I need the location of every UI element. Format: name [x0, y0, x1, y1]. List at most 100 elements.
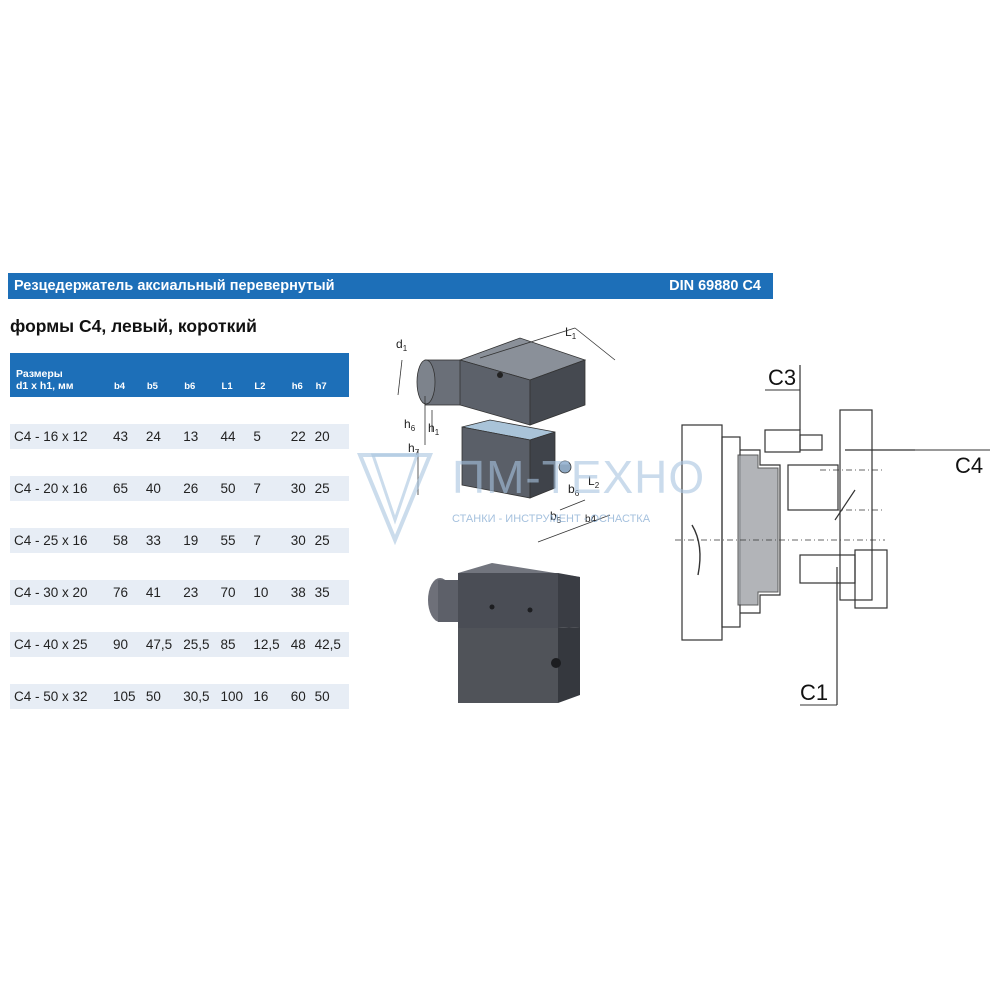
table-cell: 26: [180, 476, 218, 501]
watermark-logo-icon: [357, 453, 433, 545]
body-hole-shape: [497, 372, 503, 378]
label-d1-sub: 1: [403, 344, 408, 353]
table-cell: 48: [287, 632, 312, 657]
table-cell: 25,5: [180, 632, 218, 657]
table-cell: 13: [180, 424, 218, 449]
label-b5: b: [550, 509, 557, 523]
table-header-h6: h6: [287, 353, 312, 397]
tool-holder-drawing: d1 L1 L2 h6 h1 h7 b5 b6 b4: [396, 325, 616, 543]
table-cell: 50: [142, 684, 181, 709]
label-b5-sub: 5: [557, 516, 562, 525]
table-cell: 43: [110, 424, 143, 449]
page-subtitle: формы C4, левый, короткий: [10, 316, 257, 336]
label-h7: h: [408, 441, 415, 455]
svg-text:h1: h1: [428, 421, 440, 437]
table-cell: 70: [217, 580, 251, 605]
table-cell: 23: [180, 580, 218, 605]
label-h7-sub: 7: [415, 448, 420, 457]
banner-standard: DIN 69880 C4: [669, 278, 761, 294]
photo-hole-shape: [551, 658, 561, 668]
table-cell: 7: [250, 528, 288, 553]
table-cell: 19: [180, 528, 218, 553]
table-cell: 24: [142, 424, 181, 449]
turret-scheme: C3 C4 C1: [675, 365, 990, 706]
label-h6-sub: 6: [411, 424, 416, 433]
table-cell: 20: [311, 424, 349, 449]
label-h6: h: [404, 417, 411, 431]
block-side-shape: [529, 431, 556, 499]
table-cell: 16: [250, 684, 288, 709]
table-header-row: Размеры d1 x h1, мм b4 b5 b6 L1 L2 h6 h7: [10, 353, 349, 397]
watermark-text: ПМ-ТЕХНО: [452, 451, 706, 503]
table-cell: 10: [250, 580, 288, 605]
table-cell: 85: [217, 632, 251, 657]
label-l1: L: [565, 325, 572, 339]
dimensions-table: Размеры d1 x h1, мм b4 b5 b6 L1 L2 h6 h7…: [10, 353, 349, 709]
banner-title: Резцедержатель аксиальный перевернутый: [14, 278, 335, 294]
table-cell: 65: [110, 476, 143, 501]
label-h1-sub: 1: [435, 428, 440, 437]
table-cell: 90: [110, 632, 143, 657]
label-l2: L: [588, 474, 595, 488]
table-cell: 5: [250, 424, 288, 449]
table-cell: 7: [250, 476, 288, 501]
label-b6: b: [568, 482, 575, 496]
table-cell: 50: [217, 476, 251, 501]
table-cell-size: C4 - 30 x 20: [10, 580, 110, 605]
table-header-b4: b4: [110, 353, 143, 397]
label-b4: b4: [585, 514, 597, 525]
table-cell: 41: [142, 580, 181, 605]
table-header-l2: L2: [250, 353, 288, 397]
table-cell: 30,5: [180, 684, 218, 709]
svg-text:h7: h7: [408, 441, 420, 457]
table-header-b5: b5: [142, 353, 181, 397]
svg-text:b6: b6: [568, 482, 580, 498]
tool-holder-photo: [428, 563, 580, 703]
table-row: C4 - 16 x 12 43 24 13 44 5 22 20: [10, 424, 349, 449]
table-cell: 22: [287, 424, 312, 449]
table-cell: 30: [287, 528, 312, 553]
shank-end-shape: [416, 359, 436, 405]
table-cell: 25: [311, 528, 349, 553]
table-cell: 40: [142, 476, 181, 501]
svg-text:h6: h6: [404, 417, 416, 433]
table-cell-size: C4 - 20 x 16: [10, 476, 110, 501]
table-cell-size: C4 - 16 x 12: [10, 424, 110, 449]
label-c1: C1: [800, 680, 828, 705]
photo-body-front-shape: [458, 573, 558, 628]
label-c3: C3: [768, 365, 796, 390]
rotation-arrow-icon: [691, 524, 701, 576]
label-l2-sub: 2: [595, 481, 600, 490]
table-cell: 50: [311, 684, 349, 709]
svg-text:L1: L1: [565, 325, 577, 341]
header-size-line1: Размеры: [16, 368, 63, 380]
photo-block-side-shape: [558, 627, 580, 703]
table-cell: 47,5: [142, 632, 181, 657]
table-row: C4 - 50 x 32 105 50 30,5 100 16 60 50: [10, 684, 349, 709]
label-b6-sub: 6: [575, 489, 580, 498]
body-side-shape: [529, 359, 586, 426]
table-cell: 105: [110, 684, 143, 709]
table-cell: 44: [217, 424, 251, 449]
table-cell: 12,5: [250, 632, 288, 657]
svg-text:d1: d1: [396, 337, 408, 353]
table-cell-size: C4 - 25 x 16: [10, 528, 110, 553]
label-d: d: [396, 337, 403, 351]
label-h1: h: [428, 421, 435, 435]
table-cell: 30: [287, 476, 312, 501]
svg-text:L2: L2: [588, 474, 600, 490]
table-row: C4 - 30 x 20 76 41 23 70 10 38 35: [10, 580, 349, 605]
table-row: C4 - 20 x 16 65 40 26 50 7 30 25: [10, 476, 349, 501]
table-cell: 76: [110, 580, 143, 605]
table-cell: 58: [110, 528, 143, 553]
table-header-h7: h7: [311, 353, 349, 397]
photo-block-shape: [458, 628, 558, 703]
photo-screw-shape: [489, 604, 495, 610]
svg-text:b5: b5: [550, 509, 562, 525]
table-header-size: Размеры d1 x h1, мм: [10, 353, 110, 397]
table-cell: 35: [311, 580, 349, 605]
label-c4: C4: [955, 453, 983, 478]
label-l1-sub: 1: [572, 332, 577, 341]
table-cell: 60: [287, 684, 312, 709]
title-banner: Резцедержатель аксиальный перевернутый D…: [8, 273, 773, 299]
